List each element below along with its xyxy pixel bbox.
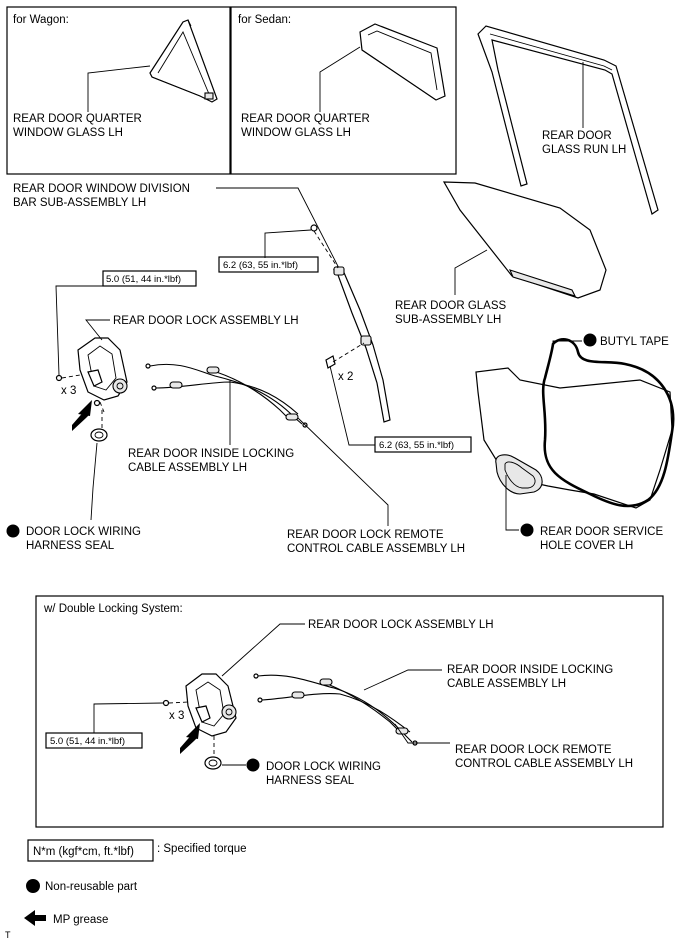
division-bar-label-line1: REAR DOOR WINDOW DIVISION [13,183,190,195]
bar-bottom-torque-value: 6.2 (63, 55 in.*lbf) [379,440,454,451]
sedan-quarter-glass-drawing [359,23,446,101]
lower-inside-cable-leader [363,669,442,691]
sedan-glass-label-line2: WINDOW GLASS LH [241,127,351,139]
upper-remote-cable-leader [297,417,389,526]
upper-seal-label-line2: HARNESS SEAL [26,540,115,552]
upper-inside-cable-label-line2: CABLE ASSEMBLY LH [128,462,247,474]
division-bar-leader [216,187,346,281]
lower-seal-label-line1: DOOR LOCK WIRING [266,761,381,773]
service-hole-cover-drawing [475,367,673,509]
glass-run-label-line1: REAR DOOR [542,130,612,142]
upper-door-lock-drawing [55,337,128,442]
butyl-tape-drawing [541,338,675,508]
corner-mark: T [5,930,11,940]
upper-lock-label: REAR DOOR LOCK ASSEMBLY LH [113,315,299,327]
lower-remote-cable-leader [394,723,450,744]
upper-seal-label-line1: DOOR LOCK WIRING [26,526,141,538]
upper-inside-cable-label-line1: REAR DOOR INSIDE LOCKING [128,448,294,460]
double-locking-panel-title: w/ Double Locking System: [43,603,183,615]
lower-seal-label-line2: HARNESS SEAL [266,775,355,787]
lower-mp-grease-arrow-icon [180,723,200,754]
double-locking-panel [35,595,664,828]
lower-cables-drawing [253,673,418,746]
division-bar-label-line2: BAR SUB-ASSEMBLY LH [13,197,146,209]
lower-remote-cable-label-line2: CONTROL CABLE ASSEMBLY LH [455,758,633,770]
wagon-panel-title: for Wagon: [13,14,69,26]
sedan-panel [230,6,457,175]
butyl-tape-label: BUTYL TAPE [600,336,669,348]
upper-remote-cable-label-line2: CONTROL CABLE ASSEMBLY LH [287,543,465,555]
upper-cables-drawing [145,363,308,428]
upper-mp-grease-arrow-icon [72,400,92,431]
wagon-quarter-glass-drawing [149,19,218,103]
upper-seal-leader [90,442,98,521]
service-cover-label-line1: REAR DOOR SERVICE [540,526,663,538]
lower-lock-torque-box [45,732,143,749]
division-bar-drawing [310,224,391,423]
door-glass-drawing [442,181,607,299]
service-cover-label-line2: HOLE COVER LH [540,540,633,552]
legend-mp-grease-arrow-icon [24,910,46,926]
legend-torque-text: : Specified torque [157,843,247,855]
legend-nonreusable-icon [26,879,40,893]
wagon-glass-label-line1: REAR DOOR QUARTER [13,113,142,125]
upper-lock-leader [85,319,110,341]
legend-nonreusable-text: Non-reusable part [45,881,138,893]
door-glass-leader [454,249,488,295]
upper-seal-nonreusable-icon [6,524,20,538]
lower-lock-torque-value: 5.0 (51, 44 in.*lbf) [50,736,125,747]
bar-top-torque-box [218,256,319,273]
bar-top-torque-leader [264,229,312,258]
door-glass-label-line2: SUB-ASSEMBLY LH [395,314,501,326]
lower-inside-cable-label-line1: REAR DOOR INSIDE LOCKING [447,664,613,676]
wagon-glass-leader [87,65,151,112]
legend-torque-box [27,839,154,862]
lower-lock-screw-count: x 3 [169,710,184,722]
butyl-tape-leader [552,340,582,344]
lower-seal-nonreusable-icon [246,758,260,772]
lower-lock-leader [221,623,305,677]
upper-lock-torque-value: 5.0 (51, 44 in.*lbf) [106,274,181,285]
bar-bottom-torque-box [374,436,472,453]
wagon-glass-label-line2: WINDOW GLASS LH [13,127,123,139]
upper-lock-torque-box [102,270,197,287]
upper-lock-screw-count: x 3 [61,385,76,397]
lower-lock-label: REAR DOOR LOCK ASSEMBLY LH [308,619,494,631]
lower-remote-cable-label-line1: REAR DOOR LOCK REMOTE [455,744,612,756]
bar-top-torque-value: 6.2 (63, 55 in.*lbf) [223,260,298,271]
bar-screw-count: x 2 [338,371,353,383]
lower-lock-torque-leader [93,702,164,733]
bar-bottom-torque-leader [329,365,375,446]
service-cover-nonreusable-icon [520,523,534,537]
butyl-tape-nonreusable-icon [583,333,597,347]
legend-torque-units: N*m (kgf*cm, ft.*lbf) [33,846,134,858]
legend-grease-text: MP grease [53,914,108,926]
service-cover-leader [505,475,519,531]
upper-lock-torque-leader [55,285,103,376]
sedan-panel-title: for Sedan: [238,14,291,26]
glass-run-drawing [477,25,659,215]
sedan-glass-label-line1: REAR DOOR QUARTER [241,113,370,125]
lower-door-lock-drawing [162,673,237,770]
sedan-glass-leader [319,46,361,112]
upper-remote-cable-label-line1: REAR DOOR LOCK REMOTE [287,529,444,541]
lower-inside-cable-label-line2: CABLE ASSEMBLY LH [447,678,566,690]
wagon-panel [6,6,231,175]
glass-run-label-line2: GLASS RUN LH [542,144,626,156]
door-glass-label-line1: REAR DOOR GLASS [395,300,507,312]
